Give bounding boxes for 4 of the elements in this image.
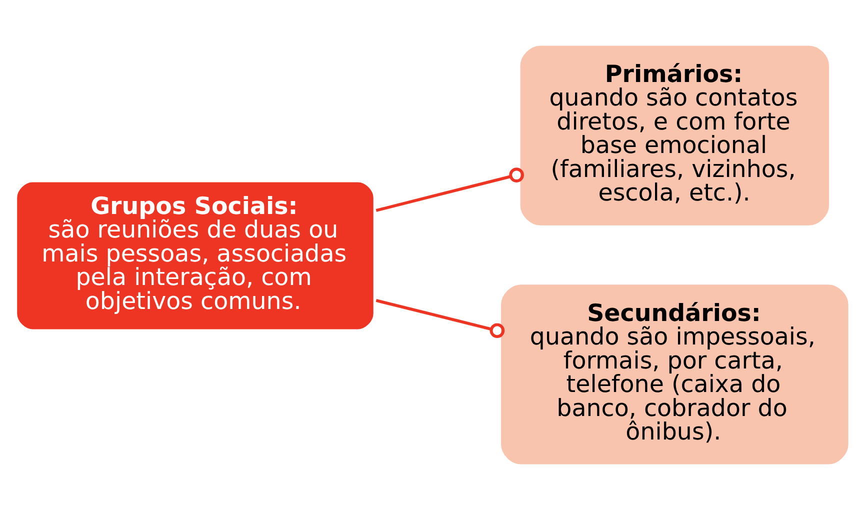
connector xyxy=(376,299,505,338)
connector xyxy=(376,168,524,212)
node-box: Secundários: quando são impessoais, formais, por carta, telefone (caixa do banco, cobrador do ônibus). xyxy=(501,284,848,464)
node-box: Primários: quando são contatos diretos, e com forte base emocional (familiares, vizinhos, escola, etc.). xyxy=(520,46,830,226)
